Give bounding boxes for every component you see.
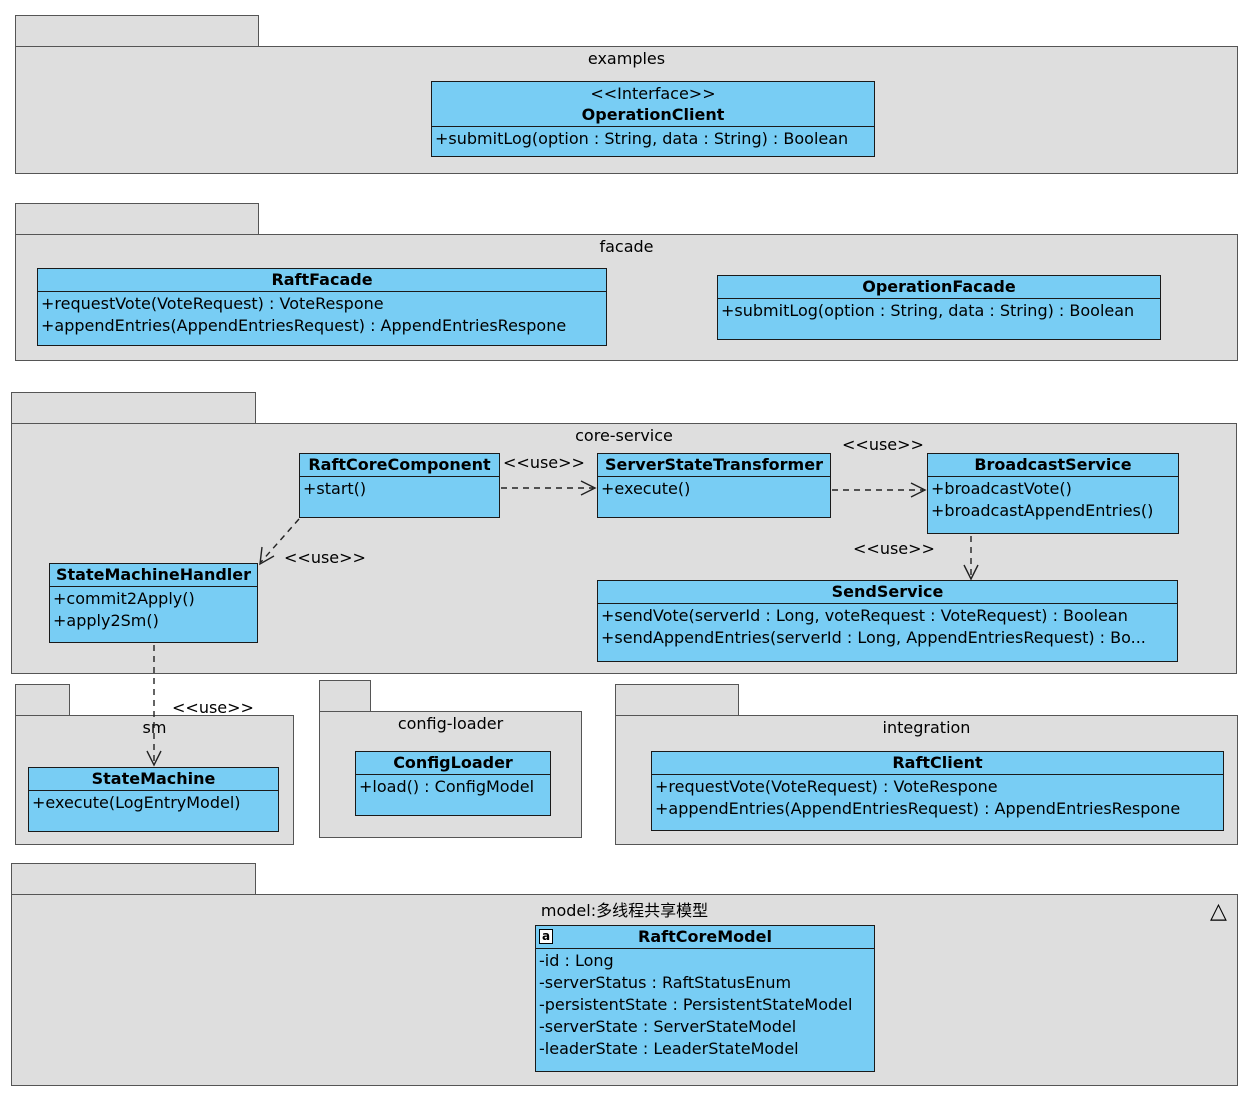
package-name-sm: sm: [142, 718, 167, 737]
class-member: +broadcastVote(): [931, 479, 1072, 498]
package-name-core-service: core-service: [575, 426, 673, 445]
package-tab-config-loader: [319, 680, 371, 713]
package-name-examples: examples: [587, 49, 666, 68]
class-member: +appendEntries(AppendEntriesRequest) : A…: [655, 799, 1181, 818]
class-send-service[interactable]: SendService +sendVote(serverId : Long, v…: [597, 580, 1178, 662]
triangle-icon: △: [1210, 899, 1227, 924]
class-member: +requestVote(VoteRequest) : VoteRespone: [41, 294, 384, 313]
class-member: -persistentState : PersistentStateModel: [539, 995, 853, 1014]
dependency-label-smh-to-sm: <<use>>: [172, 698, 254, 717]
class-name: ConfigLoader: [393, 753, 513, 772]
class-name: RaftClient: [892, 753, 983, 772]
dependency-label-rcc-to-sst: <<use>>: [503, 453, 585, 472]
package-tab-facade: [15, 203, 259, 236]
class-member: +submitLog(option : String, data : Strin…: [721, 301, 1135, 320]
dependency-label-rcc-to-smh: <<use>>: [284, 548, 366, 567]
class-name: BroadcastService: [974, 455, 1132, 474]
class-members: +requestVote(VoteRequest) : VoteRespone …: [652, 775, 1223, 822]
package-name-model: model:多线程共享模型: [540, 901, 709, 920]
class-operation-client[interactable]: <<Interface>> OperationClient +submitLog…: [431, 81, 875, 157]
class-header: SendService: [598, 581, 1177, 604]
class-header: <<Interface>> OperationClient: [432, 82, 874, 127]
dependency-label-bs-to-ss: <<use>>: [853, 539, 935, 558]
class-members: +submitLog(option : String, data : Strin…: [718, 299, 1160, 324]
class-member: +load() : ConfigModel: [359, 777, 535, 796]
class-server-state-transformer[interactable]: ServerStateTransformer +execute(): [597, 453, 831, 518]
class-member: +execute(): [601, 479, 691, 498]
class-header: ServerStateTransformer: [598, 454, 830, 477]
class-member: -id : Long: [539, 951, 614, 970]
class-broadcast-service[interactable]: BroadcastService +broadcastVote() +broad…: [927, 453, 1179, 534]
class-state-machine-handler[interactable]: StateMachineHandler +commit2Apply() +app…: [49, 563, 258, 643]
class-member: -serverState : ServerStateModel: [539, 1017, 797, 1036]
class-header: a RaftCoreModel: [536, 926, 874, 949]
package-name-facade: facade: [599, 237, 654, 256]
class-member: +sendVote(serverId : Long, voteRequest :…: [601, 606, 1128, 625]
class-header: ConfigLoader: [356, 752, 550, 775]
class-member: +commit2Apply(): [53, 589, 195, 608]
class-operation-facade[interactable]: OperationFacade +submitLog(option : Stri…: [717, 275, 1161, 340]
class-members: -id : Long -serverStatus : RaftStatusEnu…: [536, 949, 874, 1062]
class-name: SendService: [831, 582, 944, 601]
class-member: +start(): [303, 479, 367, 498]
class-name: OperationFacade: [862, 277, 1016, 296]
class-members: +execute(LogEntryModel): [29, 791, 278, 816]
class-header: StateMachineHandler: [50, 564, 257, 587]
package-name-config-loader: config-loader: [397, 714, 504, 733]
package-name-integration: integration: [882, 718, 971, 737]
class-name: RaftCoreModel: [638, 927, 772, 946]
class-state-machine[interactable]: StateMachine +execute(LogEntryModel): [28, 767, 279, 832]
class-config-loader[interactable]: ConfigLoader +load() : ConfigModel: [355, 751, 551, 816]
class-member: +broadcastAppendEntries(): [931, 501, 1154, 520]
class-header: BroadcastService: [928, 454, 1178, 477]
class-members: +execute(): [598, 477, 830, 502]
class-member: +execute(LogEntryModel): [32, 793, 241, 812]
class-members: +requestVote(VoteRequest) : VoteRespone …: [38, 292, 606, 339]
class-members: +load() : ConfigModel: [356, 775, 550, 800]
class-members: +submitLog(option : String, data : Strin…: [432, 127, 874, 152]
class-name: OperationClient: [581, 105, 725, 124]
abstract-class-icon: a: [539, 929, 553, 944]
class-header: OperationFacade: [718, 276, 1160, 299]
package-tab-model: [11, 863, 256, 896]
class-name: RaftCoreComponent: [308, 455, 491, 474]
class-member: +apply2Sm(): [53, 611, 159, 630]
class-header: RaftFacade: [38, 269, 606, 292]
class-member: +sendAppendEntries(serverId : Long, Appe…: [601, 628, 1146, 647]
class-members: +broadcastVote() +broadcastAppendEntries…: [928, 477, 1178, 524]
class-raft-facade[interactable]: RaftFacade +requestVote(VoteRequest) : V…: [37, 268, 607, 346]
stereotype-label: <<Interface>>: [590, 84, 716, 103]
class-member: +requestVote(VoteRequest) : VoteRespone: [655, 777, 998, 796]
class-header: RaftClient: [652, 752, 1223, 775]
class-name: ServerStateTransformer: [605, 455, 823, 474]
class-name: StateMachine: [91, 769, 216, 788]
package-tab-examples: [15, 15, 259, 48]
class-members: +start(): [300, 477, 499, 502]
class-members: +sendVote(serverId : Long, voteRequest :…: [598, 604, 1177, 651]
class-raft-client[interactable]: RaftClient +requestVote(VoteRequest) : V…: [651, 751, 1224, 831]
class-header: StateMachine: [29, 768, 278, 791]
class-name: RaftFacade: [271, 270, 373, 289]
class-name: StateMachineHandler: [55, 565, 252, 584]
dependency-label-sst-to-bs: <<use>>: [842, 435, 924, 454]
class-member: -leaderState : LeaderStateModel: [539, 1039, 799, 1058]
class-raft-core-model[interactable]: a RaftCoreModel -id : Long -serverStatus…: [535, 925, 875, 1072]
class-member: +submitLog(option : String, data : Strin…: [435, 129, 849, 148]
package-tab-core-service: [11, 392, 256, 425]
class-raft-core-component[interactable]: RaftCoreComponent +start(): [299, 453, 500, 518]
class-member: -serverStatus : RaftStatusEnum: [539, 973, 792, 992]
class-member: +appendEntries(AppendEntriesRequest) : A…: [41, 316, 567, 335]
package-tab-integration: [615, 684, 739, 717]
class-members: +commit2Apply() +apply2Sm(): [50, 587, 257, 634]
class-header: RaftCoreComponent: [300, 454, 499, 477]
package-tab-sm: [15, 684, 70, 717]
